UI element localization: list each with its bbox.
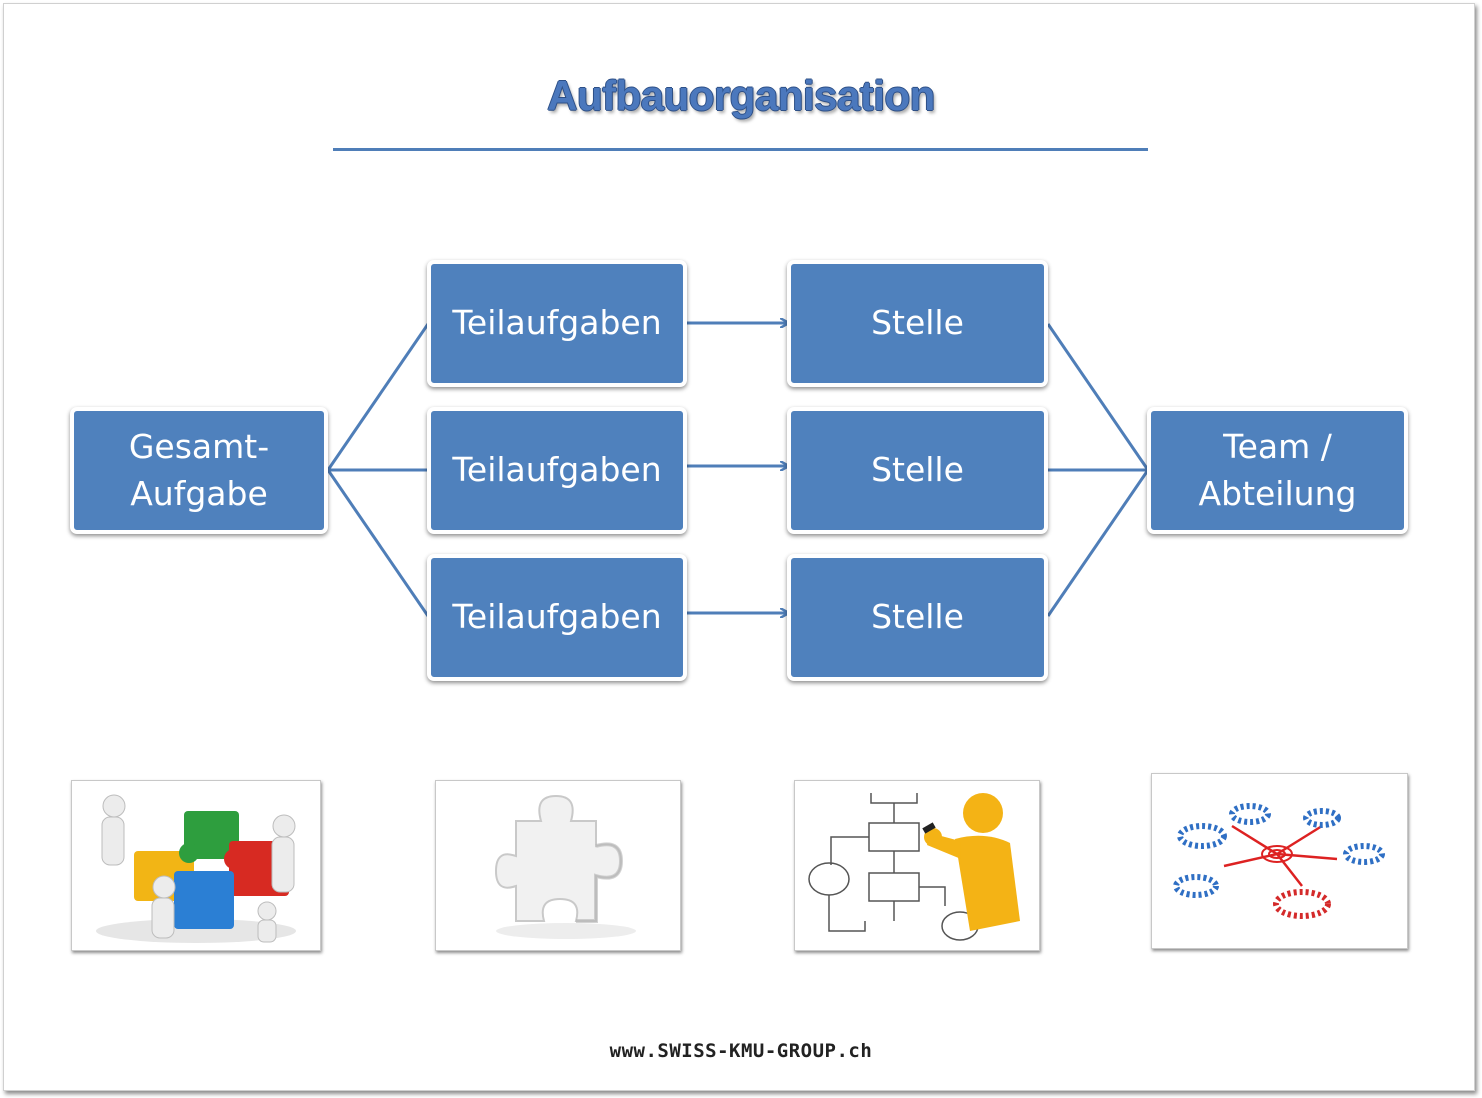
branch-line-top — [326, 323, 430, 471]
node-teilaufgaben-1: Teilaufgaben — [427, 260, 687, 387]
flowchart-person-image — [794, 780, 1040, 951]
page-title: Aufbauorganisation — [547, 72, 935, 119]
node-teilaufgaben-2: Teilaufgaben — [427, 407, 687, 534]
merge-line-bottom — [1046, 469, 1150, 617]
node-stelle-3: Stelle — [787, 554, 1048, 681]
puzzle-piece-image — [435, 780, 681, 951]
node-gesamt-aufgabe: Gesamt- Aufgabe — [70, 407, 328, 534]
node-stelle-1: Stelle — [787, 260, 1048, 387]
puzzle-team-image — [71, 780, 321, 951]
branch-line-bottom — [326, 469, 430, 617]
network-groups-image — [1151, 773, 1408, 949]
node-stelle-2: Stelle — [787, 407, 1048, 534]
title-divider — [333, 148, 1148, 151]
node-teilaufgaben-3: Teilaufgaben — [427, 554, 687, 681]
website-footer: www.SWISS-KMU-GROUP.ch — [609, 1040, 873, 1062]
node-team-abteilung: Team / Abteilung — [1147, 407, 1408, 534]
merge-line-top — [1046, 323, 1150, 471]
